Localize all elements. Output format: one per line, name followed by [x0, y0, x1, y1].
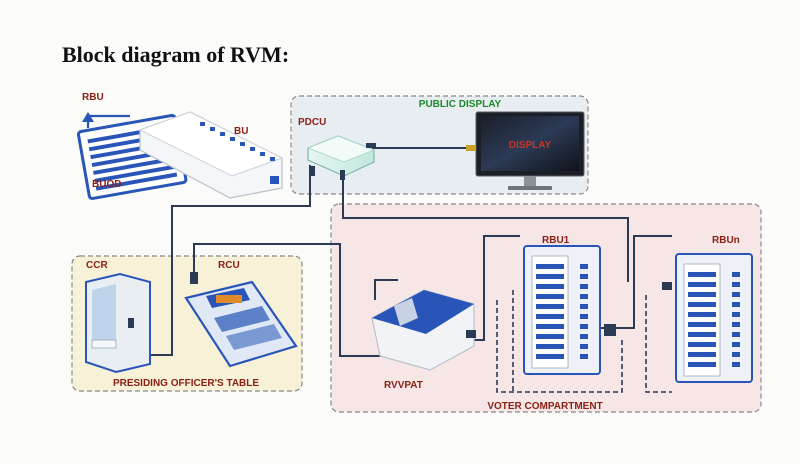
page-title: Block diagram of RVM: — [62, 42, 290, 67]
rbu-arrow-head — [82, 112, 94, 122]
buod-label: BUOD — [92, 179, 121, 190]
dashed-links — [496, 290, 672, 393]
dashed-rbu1 — [496, 300, 623, 393]
rbu1-label: RBU1 — [542, 235, 570, 246]
display-label: DISPLAY — [509, 140, 552, 151]
presiding-officer-label: PRESIDING OFFICER'S TABLE — [113, 378, 259, 389]
ccr-device — [85, 272, 151, 374]
cable-bu-ccr — [150, 206, 173, 356]
dashed-rbun — [645, 295, 672, 393]
rbu-label: RBU — [82, 92, 104, 103]
cable-rcu-rvvpat — [331, 243, 382, 357]
rbun-device — [662, 253, 753, 383]
voter-compartment-label: VOTER COMPARTMENT — [487, 401, 602, 412]
pdcu-device — [306, 135, 376, 180]
cable-pdcu-voter — [342, 172, 629, 282]
cable-rcu — [193, 243, 331, 272]
cable-bu-pdcu — [171, 165, 311, 207]
public-display-label: PUBLIC DISPLAY — [419, 99, 502, 110]
rvvpat-label: RVVPAT — [384, 380, 423, 391]
rcu-label: RCU — [218, 260, 240, 271]
rbu1-device — [523, 245, 616, 375]
rcu-device — [184, 272, 298, 368]
rvvpat-device — [371, 289, 476, 371]
rbun-label: RBUn — [712, 235, 740, 246]
bu-device — [138, 111, 284, 199]
cable-rbu1-rbun — [600, 235, 672, 329]
cable-rvvpat-side — [374, 279, 398, 300]
cables — [150, 147, 672, 357]
ccr-label: CCR — [86, 260, 108, 271]
pdcu-label: PDCU — [298, 117, 326, 128]
cable-rvvpat-rbu1 — [470, 235, 520, 341]
bu-label: BU — [234, 126, 248, 137]
display-monitor — [466, 111, 585, 190]
